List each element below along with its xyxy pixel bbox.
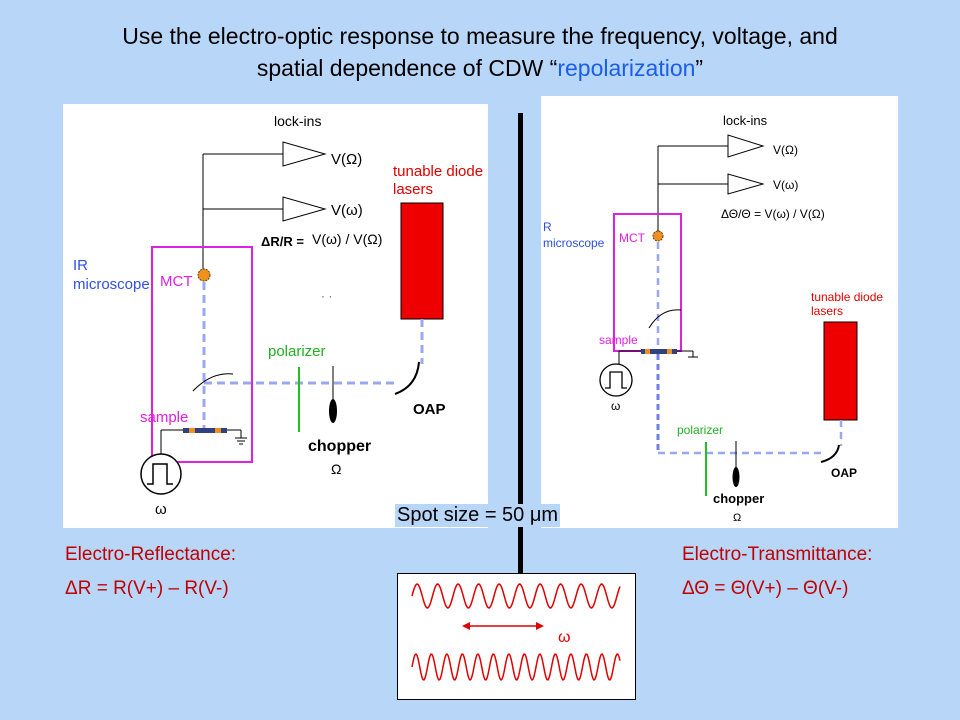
transmittance-caption: Electro-Transmittance: ΔΘ = Θ(V+) – Θ(V-… <box>682 543 872 601</box>
transmittance-formula: ΔΘ = Θ(V+) – Θ(V-) <box>682 578 849 599</box>
laser-label-1: tunable diode <box>393 163 483 180</box>
wave-comparison-svg: ω <box>411 583 621 682</box>
v-Omega-label: V(Ω) <box>773 143 798 157</box>
vertical-divider <box>518 113 523 575</box>
voltage-source <box>599 363 633 397</box>
ir-label: R <box>543 220 552 234</box>
sample-label: sample <box>599 333 638 347</box>
mct-label: MCT <box>160 273 193 290</box>
title-highlight: repolarization <box>557 55 696 81</box>
oap-mirror <box>394 361 420 395</box>
ratio-lhs-label: ΔR/R = <box>261 234 304 249</box>
reflectance-setup-diagram: lock-ins V(Ω) V(ω) ΔR/R = V(ω) / V(Ω) tu… <box>63 104 488 528</box>
ratio-label: ΔΘ/Θ = V(ω) / V(Ω) <box>721 207 825 221</box>
v-omega-label: V(ω) <box>331 202 363 219</box>
ir-label: IR <box>73 257 88 274</box>
slide-title: Use the electro-optic response to measur… <box>0 20 960 84</box>
sample-crystal <box>183 428 227 433</box>
objective-mirror <box>192 373 234 392</box>
omega-label: ω <box>155 501 167 518</box>
oap-label: OAP <box>413 401 446 418</box>
chopper-frequency-label: Ω <box>733 512 741 524</box>
ir-microscope-box <box>151 246 253 463</box>
mct-detector <box>652 230 664 242</box>
lockin-amplifier-1 <box>282 141 327 167</box>
oap-label: OAP <box>831 466 857 480</box>
arrow-head-left <box>462 622 470 630</box>
wave-high-frequency <box>411 652 621 682</box>
spot-size-label: Spot size = 50 μm <box>395 504 561 527</box>
mct-label: MCT <box>619 231 646 245</box>
lockin-amplifier-2 <box>282 196 327 222</box>
laser-label-2: lasers <box>393 181 433 198</box>
microscope-label: microscope <box>543 236 605 250</box>
chopper-frequency-label: Ω <box>331 461 341 477</box>
chopper-blade <box>732 467 740 487</box>
sample-contact-right <box>667 349 672 354</box>
reflectance-heading: Electro-Reflectance: <box>65 544 237 565</box>
square-wave-icon <box>605 371 627 389</box>
transmittance-heading: Electro-Transmittance: <box>682 544 873 565</box>
lock-ins-label: lock-ins <box>723 113 768 128</box>
title-line-1: Use the electro-optic response to measur… <box>122 23 838 49</box>
polarizer-label: polarizer <box>677 423 723 437</box>
wave-omega-label: ω <box>558 629 571 646</box>
reflectance-formula: ΔR = R(V+) – R(V-) <box>65 578 229 599</box>
sample-contact-right <box>215 428 221 433</box>
square-wave-icon <box>147 463 173 485</box>
polarizer-label: polarizer <box>268 343 326 360</box>
wave-low-frequency <box>411 583 621 609</box>
transmittance-setup-svg: lock-ins V(Ω) V(ω) ΔΘ/Θ = V(ω) / V(Ω) R … <box>543 113 883 524</box>
v-omega-label: V(ω) <box>773 178 798 192</box>
laser-label-1: tunable diode <box>811 290 883 304</box>
chopper-label: chopper <box>308 438 371 455</box>
arrow-head-right <box>536 622 544 630</box>
sample-contact-left <box>189 428 195 433</box>
lockin-amplifier-2 <box>727 173 765 195</box>
chopper-blade <box>329 399 337 423</box>
omega-label: ω <box>611 399 620 413</box>
title-line-2-suffix: ” <box>695 55 704 81</box>
objective-mirror <box>648 309 682 329</box>
chopper-label: chopper <box>713 491 764 506</box>
microscope-label: microscope <box>73 276 150 293</box>
oap-mirror <box>820 444 840 463</box>
reflectance-setup-svg: lock-ins V(Ω) V(ω) ΔR/R = V(ω) / V(Ω) tu… <box>73 113 483 518</box>
transmittance-setup-diagram: lock-ins V(Ω) V(ω) ΔΘ/Θ = V(ω) / V(Ω) R … <box>541 96 898 528</box>
sample-contact-left <box>645 349 650 354</box>
reflectance-caption: Electro-Reflectance: ΔR = R(V+) – R(V-) <box>65 543 236 601</box>
voltage-source <box>140 453 182 495</box>
title-line-2: spatial dependence of CDW “repolarizatio… <box>0 52 960 84</box>
mct-detector <box>197 268 211 282</box>
tunable-diode-laser <box>823 321 858 421</box>
laser-label-2: lasers <box>811 304 843 318</box>
title-line-2-prefix: spatial dependence of CDW “ <box>256 55 558 81</box>
sample-crystal <box>641 349 677 354</box>
ratio-rhs-label: V(ω) / V(Ω) <box>312 231 382 247</box>
sample-label: sample <box>140 409 188 426</box>
lockin-amplifier-1 <box>727 134 765 158</box>
v-Omega-label: V(Ω) <box>331 151 362 168</box>
dots-marker: · · <box>321 289 332 303</box>
tunable-diode-laser <box>400 202 444 320</box>
lock-ins-label: lock-ins <box>274 113 321 129</box>
wavelength-modulation-box: ω <box>397 573 636 700</box>
